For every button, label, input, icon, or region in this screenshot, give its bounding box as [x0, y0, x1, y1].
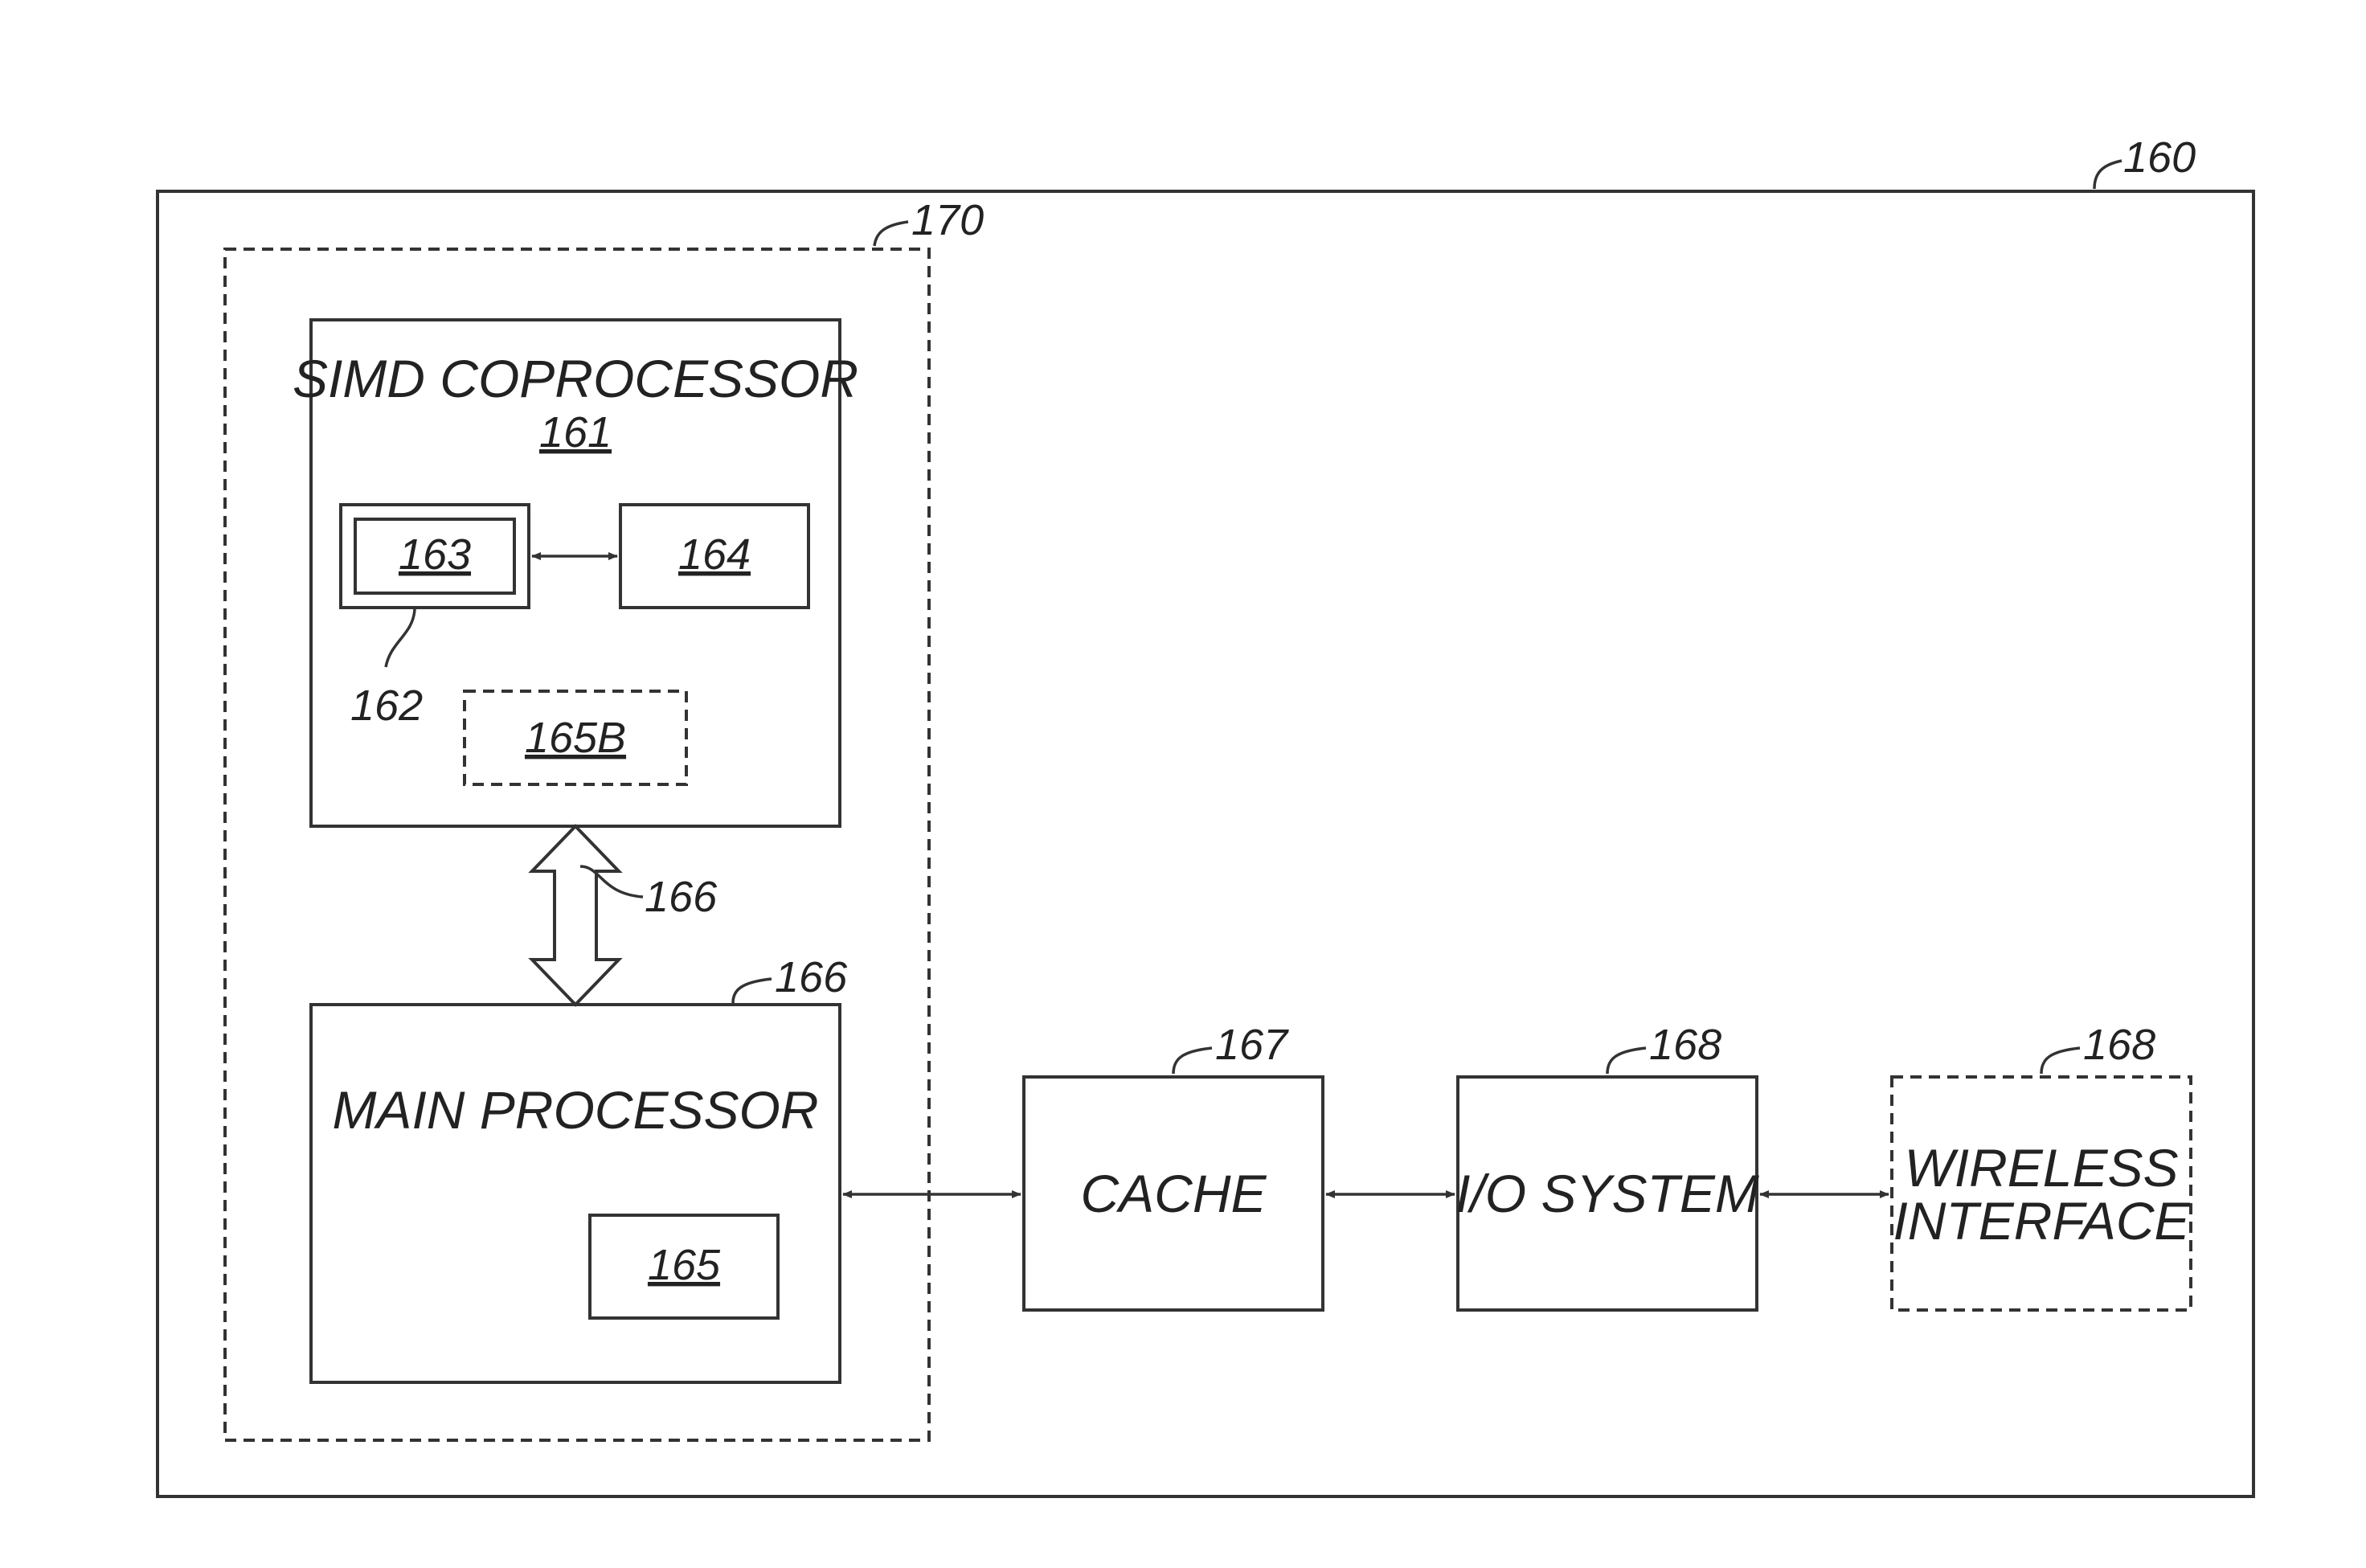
main-processor-box [311, 1005, 840, 1382]
unit-165-label: 165 [648, 1241, 721, 1289]
simd-coprocessor-title: SIMD COPROCESSOR [293, 349, 858, 408]
cache-label: CACHE [1080, 1164, 1267, 1223]
system-ref-leader [2094, 161, 2122, 189]
main-ref-label: 166 [775, 953, 848, 1001]
reg-ref-label: 162 [350, 682, 423, 730]
unit-163-label: 163 [399, 530, 471, 579]
cache-ref-label: 167 [1215, 1021, 1289, 1069]
unit-165b-label: 165B [525, 714, 626, 762]
system-ref-label: 160 [2123, 133, 2196, 182]
wireless-label-line1: WIRELESS [1904, 1138, 2178, 1197]
unit-164-label: 164 [678, 530, 751, 579]
wireless-label-line2: INTERFACE [1893, 1191, 2190, 1251]
cache-ref-leader [1173, 1048, 1212, 1074]
coprocessor-bus-arrow [532, 826, 619, 1005]
main-ref-leader [733, 979, 772, 1003]
soc-ref-leader [874, 222, 908, 246]
simd-coprocessor-number: 161 [539, 408, 612, 456]
io-ref-leader [1607, 1048, 1646, 1074]
bus-ref-label: 166 [645, 873, 718, 921]
main-processor-title: MAIN PROCESSOR [332, 1080, 818, 1140]
reg-ref-leader [386, 609, 415, 667]
io-ref-label: 168 [1649, 1021, 1721, 1069]
io-system-label: I/O SYSTEM [1455, 1164, 1759, 1223]
wireless-ref-label: 168 [2083, 1021, 2155, 1069]
soc-ref-label: 170 [911, 196, 984, 244]
wireless-ref-leader [2041, 1048, 2080, 1074]
